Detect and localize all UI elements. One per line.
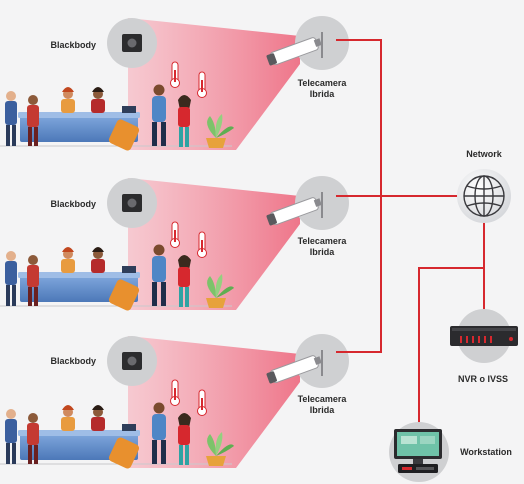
blackbody-label-3: Blackbody xyxy=(50,356,96,366)
camera-label-1-line1: Telecamera xyxy=(297,78,347,88)
camera-label-3-line2: Ibrida xyxy=(309,405,335,415)
computer-icon xyxy=(394,429,442,473)
camera-label-2-line2: Ibrida xyxy=(309,247,335,257)
network-node xyxy=(457,169,511,223)
network-workstation-link xyxy=(418,267,484,430)
workstation-label: Workstation xyxy=(460,447,512,457)
camera-label-2-line1: Telecamera xyxy=(297,236,347,246)
camera-3-link xyxy=(336,196,382,353)
nvr-device xyxy=(450,309,518,363)
globe-icon xyxy=(463,175,505,217)
camera-label-2: Telecamera Ibrida xyxy=(290,236,354,258)
nvr-label: NVR o IVSS xyxy=(457,374,508,384)
network-label: Network xyxy=(466,149,502,159)
workstation-device xyxy=(389,422,449,482)
blackbody-label-1: Blackbody xyxy=(50,40,96,50)
camera-1-link xyxy=(336,39,458,197)
camera-label-3: Telecamera Ibrida xyxy=(290,394,354,416)
camera-label-1-line2: Ibrida xyxy=(309,89,335,99)
recorder-icon xyxy=(450,326,518,346)
connection-lines xyxy=(336,39,485,430)
camera-label-1: Telecamera Ibrida xyxy=(290,78,354,100)
blackbody-label-2: Blackbody xyxy=(50,199,96,209)
camera-label-3-line1: Telecamera xyxy=(297,394,347,404)
